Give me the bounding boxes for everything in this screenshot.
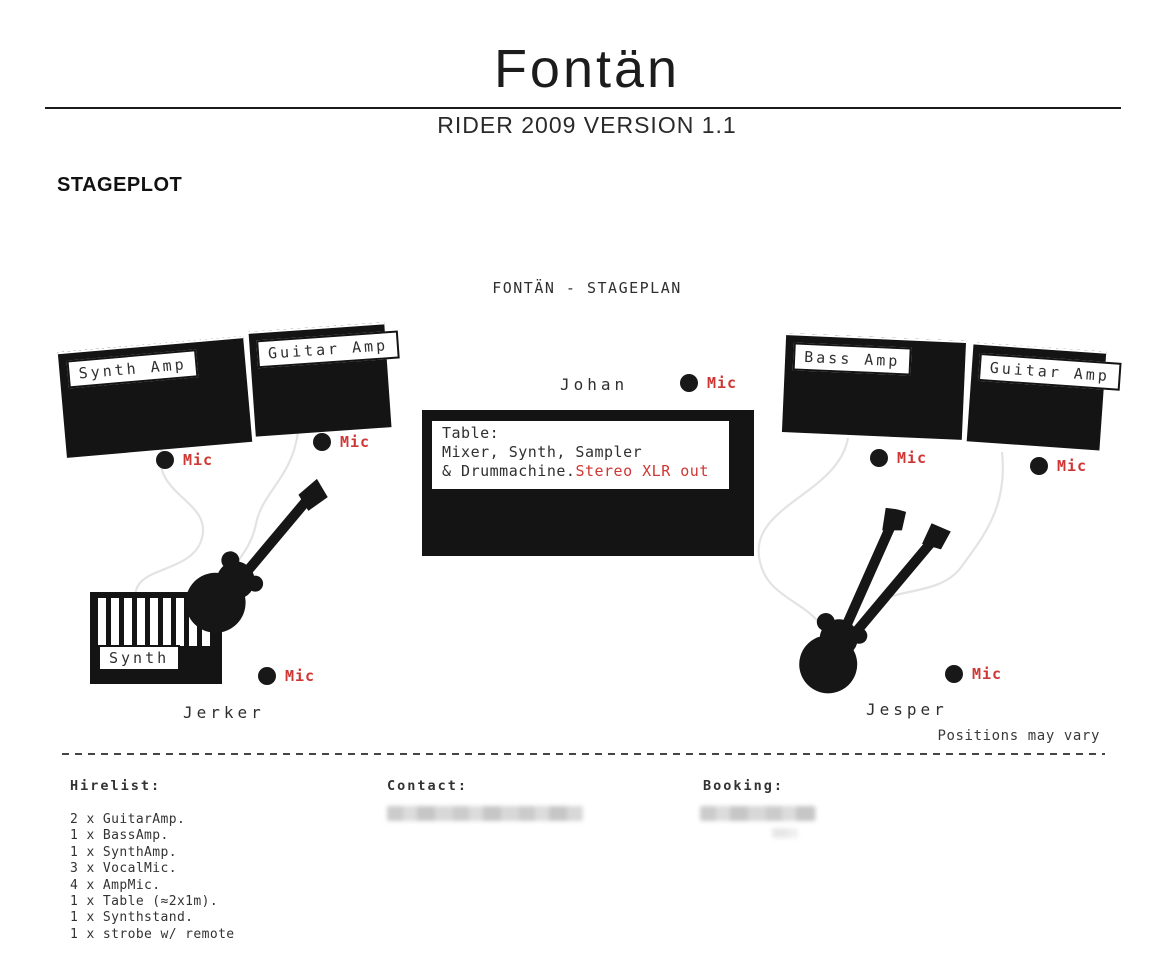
hirelist-item: 1 x BassAmp. (70, 828, 169, 844)
mic-label: Mic (340, 433, 371, 451)
mic-marker-guitar-amp-right: Mic (1030, 457, 1087, 475)
table-line1: Table: (442, 424, 500, 442)
mic-dot-icon (258, 667, 276, 685)
hirelist-item: 1 x Synthstand. (70, 910, 194, 926)
mic-label: Mic (897, 449, 928, 467)
hirelist: 2 x GuitarAmp. 1 x BassAmp. 1 x SynthAmp… (70, 812, 235, 943)
mic-dot-icon (680, 374, 698, 392)
contact-redacted (387, 806, 583, 821)
mic-marker-guitar-amp-left: Mic (313, 433, 370, 451)
hirelist-item: 1 x Table (≈2x1m). (70, 894, 219, 910)
synth-keyboard: Synth (90, 592, 222, 684)
booking-redacted-2 (772, 828, 798, 838)
mic-label: Mic (707, 374, 738, 392)
mic-label: Mic (183, 451, 214, 469)
hirelist-heading: Hirelist: (70, 778, 162, 794)
rider-version: RIDER 2009 VERSION 1.1 (437, 112, 737, 138)
mic-marker-johan: Mic (680, 374, 737, 392)
mic-marker-synth-amp: Mic (156, 451, 213, 469)
mic-label: Mic (285, 667, 316, 685)
table-box: Table: Mixer, Synth, Sampler & Drummachi… (422, 410, 754, 556)
title-divider (45, 107, 1121, 109)
positions-footnote: Positions may vary (937, 728, 1100, 744)
table-label: Table: Mixer, Synth, Sampler & Drummachi… (432, 421, 729, 489)
double-neck-guitar-icon (765, 488, 968, 736)
booking-heading: Booking: (703, 778, 785, 794)
mic-dot-icon (945, 665, 963, 683)
hirelist-item: 3 x VocalMic. (70, 861, 177, 877)
member-jerker: Jerker (183, 703, 265, 722)
band-title: Fontän (493, 39, 681, 99)
mic-dot-icon (870, 449, 888, 467)
guitar-icon (152, 448, 365, 672)
bass-amp-label: Bass Amp (792, 342, 912, 376)
hirelist-item: 1 x SynthAmp. (70, 844, 177, 860)
member-johan: Johan (560, 375, 629, 394)
guitar-amp-right-box: Guitar Amp (966, 342, 1122, 451)
dashed-divider (62, 753, 1105, 755)
booking-redacted (700, 806, 816, 821)
guitar-amp-right-label: Guitar Amp (977, 352, 1122, 391)
guitar-amp-left-box: Guitar Amp (248, 322, 401, 437)
hirelist-item: 4 x AmpMic. (70, 877, 161, 893)
synth-label: Synth (98, 645, 181, 671)
guitar-amp-left-label: Guitar Amp (256, 330, 401, 369)
mic-dot-icon (313, 433, 331, 451)
table-line2: Mixer, Synth, Sampler (442, 443, 643, 461)
stageplan-title: FONTÄN - STAGEPLAN (492, 279, 682, 297)
mic-marker-bass-amp: Mic (870, 449, 927, 467)
synth-amp-box: Synth Amp (57, 336, 253, 458)
synth-amp-label: Synth Amp (66, 349, 199, 389)
mic-label: Mic (1057, 457, 1088, 475)
mic-marker-jerker: Mic (258, 667, 315, 685)
mic-marker-jesper: Mic (945, 665, 1002, 683)
member-jesper: Jesper (866, 700, 948, 719)
contact-heading: Contact: (387, 778, 469, 794)
hirelist-item: 2 x GuitarAmp. (70, 812, 186, 827)
mic-dot-icon (156, 451, 174, 469)
stereo-xlr-note: Stereo XLR out (575, 462, 709, 480)
hirelist-item: 1 x strobe w/ remote (70, 926, 235, 942)
stageplot-heading: STAGEPLOT (57, 174, 183, 196)
bass-amp-box: Bass Amp (781, 333, 967, 440)
table-line3: & Drummachine.Stereo XLR out (442, 462, 709, 480)
mic-label: Mic (972, 665, 1003, 683)
mic-dot-icon (1030, 457, 1048, 475)
